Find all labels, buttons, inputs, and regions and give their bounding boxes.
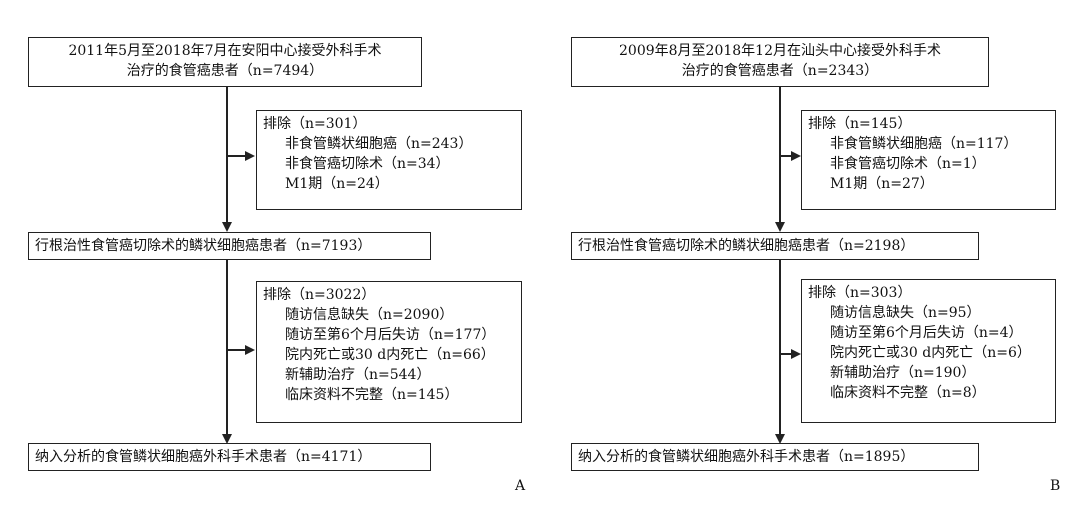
start-line-1: 2009年8月至2018年12月在汕头中心接受外科手术 xyxy=(619,43,941,59)
middle-text: 行根治性食管癌切除术的鳞状细胞癌患者（n=2198） xyxy=(578,238,915,254)
arrow-right xyxy=(791,349,801,359)
branch-line xyxy=(227,155,247,157)
branch-line xyxy=(780,353,794,355)
exclusion-item: 非食管癌切除术（n=34） xyxy=(285,156,450,172)
arrow-right xyxy=(245,151,255,161)
arrow-right xyxy=(245,345,255,355)
exclusion-item: 非食管鳞状细胞癌（n=243） xyxy=(285,136,473,152)
exclusion-item: 随访至第6个月后失访（n=4） xyxy=(830,325,1023,341)
final-text: 纳入分析的食管鳞状细胞癌外科手术患者（n=1895） xyxy=(578,449,915,465)
middle-box: 行根治性食管癌切除术的鳞状细胞癌患者（n=7193） xyxy=(28,232,431,260)
exclusion-box-1: 排除（n=301） 非食管鳞状细胞癌（n=243） 非食管癌切除术（n=34） … xyxy=(256,110,522,210)
exclusion-item: 临床资料不完整（n=8） xyxy=(830,385,986,401)
exclusion-title: 排除（n=303） xyxy=(808,285,912,301)
exclusion-box-1: 排除（n=145） 非食管鳞状细胞癌（n=117） 非食管癌切除术（n=1） M… xyxy=(801,110,1056,210)
flowchart-panel-a: 2011年5月至2018年7月在安阳中心接受外科手术 治疗的食管癌患者（n=74… xyxy=(28,37,526,494)
exclusion-item: 非食管癌切除术（n=1） xyxy=(830,156,986,172)
exclusion-item: 院内死亡或30 d内死亡（n=66） xyxy=(285,347,495,363)
flow-line xyxy=(779,87,781,222)
start-box: 2011年5月至2018年7月在安阳中心接受外科手术 治疗的食管癌患者（n=74… xyxy=(28,37,422,87)
exclusion-item: M1期（n=27） xyxy=(830,176,934,192)
panel-label: B xyxy=(1050,478,1061,494)
start-line-1: 2011年5月至2018年7月在安阳中心接受外科手术 xyxy=(68,43,382,59)
exclusion-box-2: 排除（n=303） 随访信息缺失（n=95） 随访至第6个月后失访（n=4） 院… xyxy=(801,279,1056,423)
exclusion-box-2: 排除（n=3022） 随访信息缺失（n=2090） 随访至第6个月后失访（n=1… xyxy=(256,281,522,423)
exclusion-item: 院内死亡或30 d内死亡（n=6） xyxy=(830,345,1031,361)
exclusion-item: 新辅助治疗（n=544） xyxy=(285,367,431,383)
panel-label: A xyxy=(515,478,526,494)
final-box: 纳入分析的食管鳞状细胞癌外科手术患者（n=1895） xyxy=(571,443,979,471)
flowchart-panel-b: 2009年8月至2018年12月在汕头中心接受外科手术 治疗的食管癌患者（n=2… xyxy=(540,0,1080,506)
start-box: 2009年8月至2018年12月在汕头中心接受外科手术 治疗的食管癌患者（n=2… xyxy=(571,37,989,87)
arrow-down xyxy=(222,434,232,444)
exclusion-item: 新辅助治疗（n=190） xyxy=(830,365,976,381)
exclusion-item: M1期（n=24） xyxy=(285,176,389,192)
branch-line xyxy=(227,349,247,351)
flow-line xyxy=(779,260,781,434)
arrow-right xyxy=(791,151,801,161)
exclusion-title: 排除（n=301） xyxy=(263,116,367,132)
final-box: 纳入分析的食管鳞状细胞癌外科手术患者（n=4171） xyxy=(28,443,431,471)
exclusion-item: 非食管鳞状细胞癌（n=117） xyxy=(830,136,1018,152)
start-line-2: 治疗的食管癌患者（n=2343） xyxy=(681,63,879,79)
arrow-down xyxy=(775,222,785,232)
flow-line xyxy=(226,87,228,222)
exclusion-item: 随访信息缺失（n=2090） xyxy=(285,307,454,323)
arrow-down xyxy=(222,222,232,232)
middle-text: 行根治性食管癌切除术的鳞状细胞癌患者（n=7193） xyxy=(35,238,372,254)
flow-line xyxy=(226,260,228,434)
exclusion-title: 排除（n=145） xyxy=(808,116,912,132)
branch-line xyxy=(780,155,794,157)
exclusion-item: 临床资料不完整（n=145） xyxy=(285,387,459,403)
arrow-down xyxy=(775,434,785,444)
start-line-2: 治疗的食管癌患者（n=7494） xyxy=(126,63,324,79)
middle-box: 行根治性食管癌切除术的鳞状细胞癌患者（n=2198） xyxy=(571,232,979,260)
final-text: 纳入分析的食管鳞状细胞癌外科手术患者（n=4171） xyxy=(35,449,372,465)
exclusion-title: 排除（n=3022） xyxy=(263,287,376,303)
exclusion-item: 随访至第6个月后失访（n=177） xyxy=(285,327,496,343)
exclusion-item: 随访信息缺失（n=95） xyxy=(830,305,981,321)
